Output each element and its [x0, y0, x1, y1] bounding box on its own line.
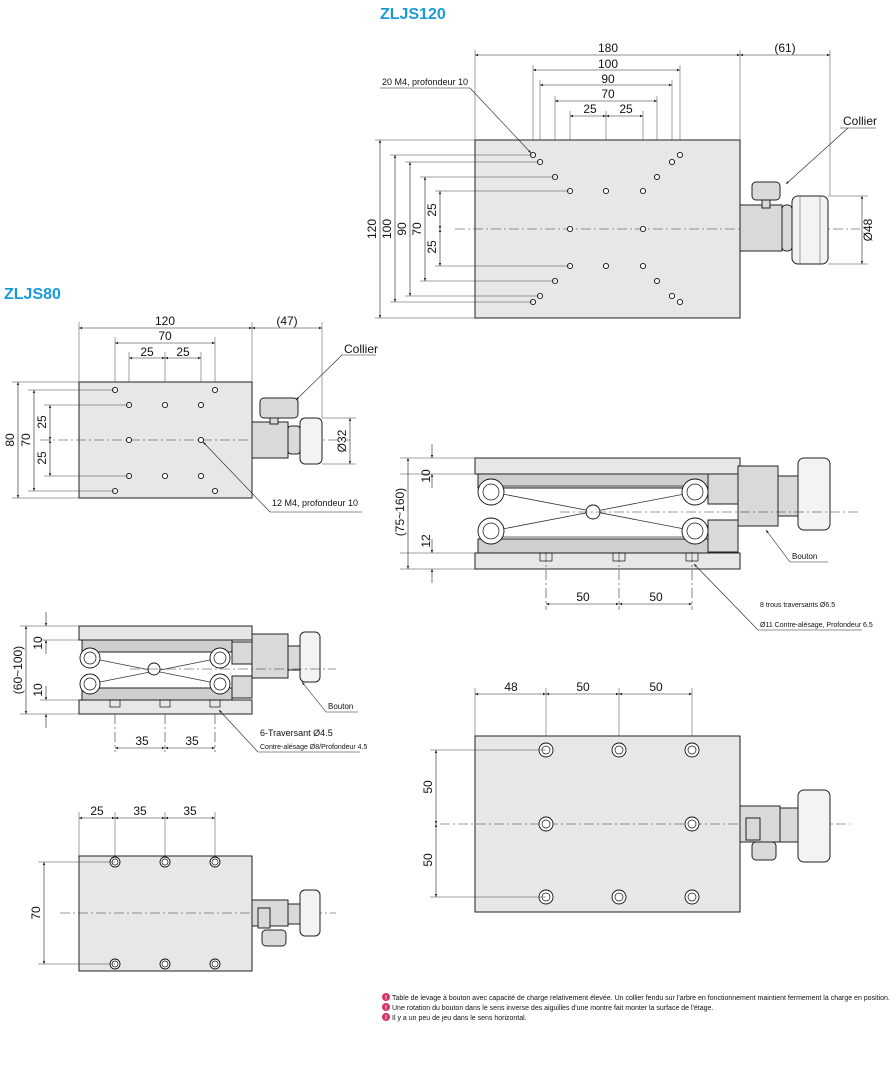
side-dim-100: 100 — [380, 219, 394, 239]
title-zljs80: ZLJS80 — [4, 286, 61, 303]
zljs80-counterbore: Contre-alésage Ø8/Profondeur 4.5 — [260, 744, 368, 751]
note-icon: ! — [382, 1003, 390, 1012]
z80-front-dim-35a: 35 — [135, 734, 149, 748]
dia-48: Ø48 — [861, 218, 875, 241]
note-icon: ! — [382, 993, 390, 1002]
zljs80-holes-note: 12 M4, profondeur 10 — [272, 498, 358, 508]
z80-front-dim-range: (60~100) — [11, 646, 25, 694]
zljs120-holes-note: 20 M4, profondeur 10 — [382, 77, 468, 87]
bottom-dim-50b: 50 — [649, 680, 663, 694]
dim-25a: 25 — [583, 102, 597, 116]
dim-100: 100 — [598, 57, 618, 71]
front-dim-10: 10 — [419, 469, 433, 483]
side-dim-120: 120 — [365, 219, 379, 239]
zljs80-collar-label: Collier — [344, 342, 378, 356]
zljs120-front-view: 10 12 (75~160) 50 50 Bouton 8 trous trav… — [393, 444, 873, 631]
z80-bottom-dim-v70: 70 — [29, 906, 43, 920]
note-2: Une rotation du bouton dans le sens inve… — [392, 1005, 713, 1012]
z80-bottom-dim-25: 25 — [90, 804, 104, 818]
zljs80-knob-label: Bouton — [328, 702, 353, 711]
svg-text:!: ! — [385, 1006, 387, 1012]
z80-front-dim-10b: 10 — [31, 683, 45, 697]
z80-front-dim-35b: 35 — [185, 734, 199, 748]
z80-front-dim-10a: 10 — [31, 636, 45, 650]
svg-text:!: ! — [385, 1016, 387, 1022]
zljs120-bottom-view: 48 50 50 50 50 — [421, 680, 850, 913]
dia-32: Ø32 — [335, 429, 349, 452]
z80-dim-25b: 25 — [176, 345, 190, 359]
zljs80-front-view: 10 10 (60~100) 35 35 Bouton 6-Traversant… — [11, 612, 368, 753]
dim-180: 180 — [598, 41, 618, 55]
bottom-dim-48: 48 — [504, 680, 518, 694]
side-dim-25b: 25 — [425, 240, 439, 254]
front-dim-range: (75~160) — [393, 488, 407, 536]
title-zljs120: ZLJS120 — [380, 6, 446, 23]
z80-dim-120: 120 — [155, 314, 175, 328]
zljs80-top-view: 120 (47) 70 25 25 80 70 25 25 — [3, 314, 378, 513]
side-dim-70: 70 — [410, 222, 424, 236]
front-dim-50a: 50 — [576, 590, 590, 604]
zljs120-top-view: 180 (61) 100 90 70 25 25 — [365, 41, 877, 319]
note-1: Table de levage à bouton avec capacité d… — [392, 995, 890, 1002]
side-dim-25a: 25 — [425, 203, 439, 217]
z80-dim-70: 70 — [158, 329, 172, 343]
z80-side-dim-80: 80 — [3, 433, 17, 447]
zljs80-bottom-view: 25 35 35 70 — [29, 804, 336, 972]
dim-25b: 25 — [619, 102, 633, 116]
zljs120-knob-label: Bouton — [792, 552, 817, 561]
z80-side-dim-70: 70 — [19, 433, 33, 447]
z80-bottom-dim-35b: 35 — [183, 804, 197, 818]
svg-text:!: ! — [385, 996, 387, 1002]
dim-61: (61) — [774, 41, 795, 55]
dim-90: 90 — [601, 72, 615, 86]
side-dim-90: 90 — [395, 222, 409, 236]
zljs120-through-holes: 8 trous traversants Ø6.5 — [760, 602, 835, 609]
note-icon: ! — [382, 1013, 390, 1022]
zljs80-through-holes: 6-Traversant Ø4.5 — [260, 728, 333, 738]
z80-dim-47: (47) — [276, 314, 297, 328]
dim-70: 70 — [601, 87, 615, 101]
bottom-dim-v50a: 50 — [421, 780, 435, 794]
zljs120-counterbore: Ø11 Contre-alésage, Profondeur 6.5 — [760, 622, 873, 629]
front-dim-12: 12 — [419, 534, 433, 548]
notes: ! Table de levage à bouton avec capacité… — [382, 993, 890, 1022]
z80-bottom-dim-35a: 35 — [133, 804, 147, 818]
zljs120-collar-label: Collier — [843, 114, 877, 128]
bottom-dim-v50b: 50 — [421, 853, 435, 867]
z80-side-dim-25b: 25 — [35, 451, 49, 465]
z80-dim-25a: 25 — [140, 345, 154, 359]
z80-side-dim-25a: 25 — [35, 415, 49, 429]
note-3: Il y a un peu de jeu dans le sens horizo… — [392, 1015, 527, 1022]
bottom-dim-50a: 50 — [576, 680, 590, 694]
front-dim-50b: 50 — [649, 590, 663, 604]
